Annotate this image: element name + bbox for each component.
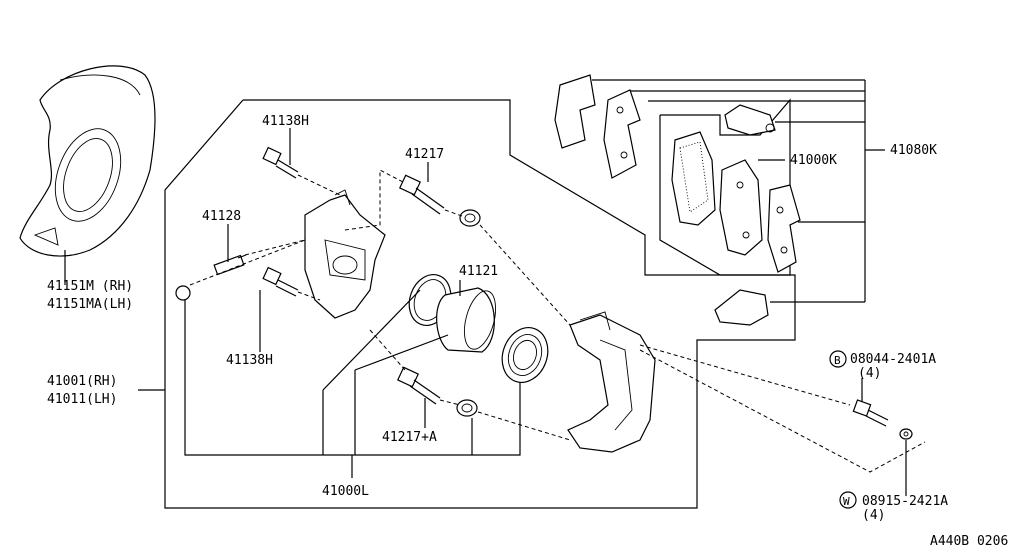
- pad-retainer-clip-bottom: [714, 289, 769, 326]
- bolt-b-mark: B: [834, 354, 841, 367]
- guide-pin: [398, 174, 445, 215]
- mounting-bolt: [852, 399, 889, 427]
- pad-shim-outer-1: [554, 74, 596, 149]
- assembly-dashed-lines: [189, 169, 926, 473]
- bolt-b-callout: B 08044-2401A (4): [829, 350, 936, 381]
- pad-retainer-clip-top: [724, 104, 776, 136]
- pad-shim-outer-2: [603, 89, 641, 179]
- washer-w-mark: W: [843, 495, 850, 508]
- guide-bolt-top: [262, 146, 299, 179]
- label-41011: 41011(LH): [47, 392, 117, 407]
- label-bolt-b-qty: (4): [858, 366, 881, 381]
- label-bolt-b: 08044-2401A: [850, 352, 936, 367]
- label-41151m: 41151M (RH): [47, 279, 133, 294]
- brake-pad-inner: [719, 159, 763, 256]
- label-41138h-bot: 41138H: [226, 353, 273, 368]
- label-41121: 41121: [459, 264, 498, 279]
- brake-pad-outer: [671, 131, 716, 226]
- label-41151ma: 41151MA(LH): [47, 297, 133, 312]
- pad-shim-inner: [767, 184, 801, 273]
- caliper-bracket: [567, 311, 656, 453]
- label-41138h-top: 41138H: [262, 114, 309, 129]
- label-41217a: 41217+A: [382, 430, 437, 445]
- dust-shield: [19, 65, 156, 257]
- washer-w-callout: W 08915-2421A (4): [839, 491, 948, 523]
- assembly-frame: [164, 99, 796, 509]
- label-41128: 41128: [202, 209, 241, 224]
- guide-bolt-bottom: [262, 266, 299, 297]
- label-washer-w: 08915-2421A: [862, 494, 948, 509]
- leader-41000l-tree: [184, 289, 521, 478]
- label-41001: 41001(RH): [47, 374, 117, 389]
- pin-boot-bottom: [456, 399, 478, 417]
- diagram-code: A440B 0206: [930, 534, 1008, 549]
- pin-boot-top: [459, 209, 481, 227]
- bleeder-screw: [213, 254, 247, 276]
- label-41000k: 41000K: [790, 153, 837, 168]
- guide-pin-a: [396, 366, 441, 405]
- label-41080k: 41080K: [890, 143, 937, 158]
- label-41217: 41217: [405, 147, 444, 162]
- caliper-body: [304, 189, 386, 319]
- piston: [436, 287, 497, 353]
- piston-dust-boot: [501, 327, 549, 383]
- bleeder-cap: [175, 285, 191, 301]
- leader-41080k: [592, 79, 885, 303]
- label-41000l: 41000L: [322, 484, 369, 499]
- pad-kit-frame: [659, 98, 791, 276]
- label-washer-w-qty: (4): [862, 508, 885, 523]
- washer: [899, 428, 913, 440]
